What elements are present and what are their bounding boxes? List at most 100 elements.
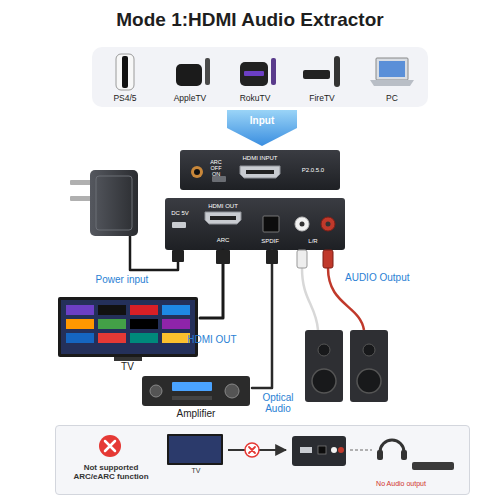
rca-port xyxy=(326,222,331,227)
hdmi-plug xyxy=(216,250,230,264)
optical-plug xyxy=(266,250,278,264)
tv-bezel xyxy=(58,297,198,357)
tv-icon xyxy=(167,434,223,465)
source-device: AppleTV xyxy=(165,50,215,106)
cable-connector xyxy=(252,250,272,388)
laptop-icon xyxy=(376,58,408,80)
screen-tile xyxy=(130,333,158,343)
adapter-prong xyxy=(70,196,92,201)
rca-plug xyxy=(297,250,307,268)
rca-port xyxy=(295,217,309,231)
hdmi-port xyxy=(246,170,274,174)
speaker-woofer xyxy=(312,369,336,393)
screen-tile xyxy=(66,319,94,329)
port-label: L/R xyxy=(293,238,333,245)
extractor-icon xyxy=(292,436,346,466)
callout-label: Power input xyxy=(86,274,158,285)
diagram-title: Mode 1:HDMI Audio Extractor xyxy=(0,9,500,30)
warning-icon xyxy=(99,435,121,457)
port-label: ARC OFF ON xyxy=(206,159,226,177)
extractor-icon xyxy=(300,447,312,453)
port-label: DC 5V xyxy=(167,210,193,217)
cable-label: Optical Audio xyxy=(255,392,301,414)
flow-arrow xyxy=(228,449,286,451)
tv-screen xyxy=(61,300,195,354)
port-label: ARC xyxy=(208,237,238,244)
remote-icon xyxy=(271,58,276,85)
extractor-icon xyxy=(318,446,326,454)
laptop-screen xyxy=(379,61,405,77)
screen-tile xyxy=(162,333,190,343)
cable-label: HDMI OUT xyxy=(182,334,242,345)
device-label: TV xyxy=(166,467,226,475)
headphones-icon xyxy=(380,440,404,452)
arrow-shape xyxy=(227,110,297,146)
screen-tile xyxy=(130,305,158,315)
source-device: PC xyxy=(367,50,417,106)
device-label: FireTV xyxy=(297,94,347,104)
port-label: HDMI OUT xyxy=(200,203,246,210)
rca-port xyxy=(321,217,335,231)
extractor-front-panel: ARC OFF ONHDMI INPUTP2.0.5.0 xyxy=(180,150,340,190)
hdmi-port xyxy=(210,216,236,220)
apple-tv-icon xyxy=(176,64,202,86)
amplifier-buttons xyxy=(172,396,212,400)
power-adapter xyxy=(96,176,132,230)
optical-port xyxy=(263,216,279,232)
extractor-back-panel: DC 5V HDMI OUT ARC SPDIF L/R xyxy=(165,198,345,250)
headphones-icon xyxy=(401,450,407,460)
speaker-body xyxy=(305,330,343,402)
roku-icon xyxy=(244,71,264,76)
console-icon xyxy=(116,54,134,90)
remote-icon xyxy=(205,58,210,85)
hdmi-port xyxy=(240,166,280,178)
screen-tile xyxy=(98,319,126,329)
usb-port xyxy=(172,222,186,228)
speaker-tweeter xyxy=(363,344,375,356)
usb-plug xyxy=(172,250,184,262)
amplifier-knob xyxy=(225,384,239,398)
tv-stand xyxy=(114,357,142,361)
warning-band: TV Not supported ARC/eARC function No Audi… xyxy=(55,425,470,495)
port-label: SPDIF xyxy=(255,238,285,245)
amplifier-display xyxy=(172,382,212,391)
remote-icon xyxy=(334,56,340,87)
roku-icon xyxy=(240,62,268,86)
power-cable xyxy=(130,236,178,270)
screen-tile xyxy=(66,305,94,315)
screen-tile xyxy=(66,333,94,343)
adapter-prong xyxy=(70,180,92,185)
device-label: AppleTV xyxy=(165,94,215,104)
arc-switch xyxy=(212,176,226,182)
amplifier-body xyxy=(142,376,250,406)
warning-text: No Audio output xyxy=(356,480,446,488)
rca-port xyxy=(300,222,305,227)
cable-connector xyxy=(200,250,223,318)
connector-group xyxy=(200,250,272,388)
source-device: RokuTV xyxy=(230,50,280,106)
power-adapter xyxy=(90,170,138,236)
fire-stick-icon xyxy=(303,70,330,79)
rca-plug xyxy=(323,250,333,268)
flow-line xyxy=(350,449,372,451)
amplifier-knob xyxy=(150,385,162,397)
audio-jack xyxy=(191,166,203,178)
warning-text: Not supported ARC/eARC function xyxy=(69,464,153,482)
laptop-base xyxy=(370,80,414,86)
speaker-body xyxy=(350,330,388,402)
rca-cable xyxy=(328,268,364,330)
screen-tile xyxy=(130,319,158,329)
extractor-icon xyxy=(331,447,337,453)
device-label: Amplifier xyxy=(140,408,252,419)
audio-jack xyxy=(194,169,200,175)
tv-display: TV xyxy=(166,432,226,478)
extractor-icon xyxy=(338,447,344,453)
callout-label: AUDIO Output xyxy=(345,272,435,283)
port-label: P2.0.5.0 xyxy=(292,167,334,174)
console-icon xyxy=(122,56,128,88)
device-label: PS4/5 xyxy=(100,94,150,104)
tv-icon xyxy=(169,436,221,463)
device-label: PC xyxy=(367,94,417,104)
speaker-tweeter xyxy=(318,344,330,356)
